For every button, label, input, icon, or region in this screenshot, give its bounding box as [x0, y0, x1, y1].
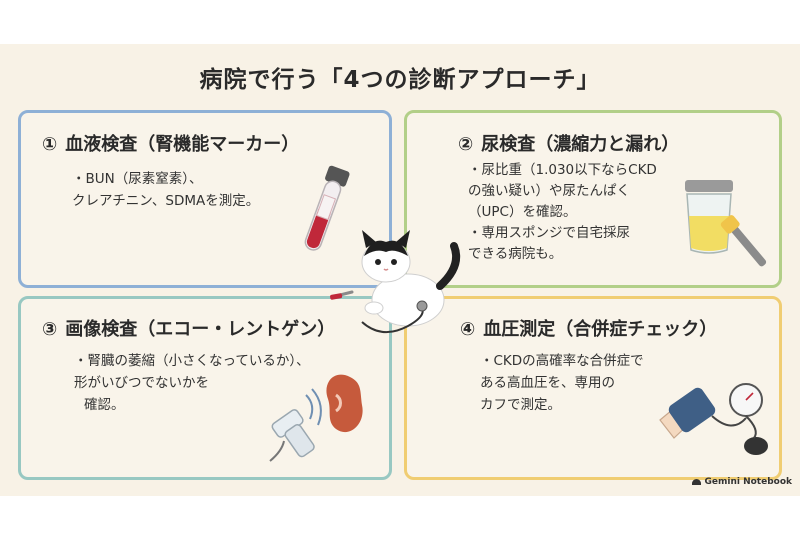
body-line: カフで測定。	[480, 397, 561, 413]
panel-number: ④	[460, 319, 476, 340]
panel-urine-test-body: ・尿比重（1.030以下ならCKD の強い疑い）や尿たんぱく （UPC）を確認。…	[468, 160, 657, 265]
brand-watermark: Gemini Notebook	[691, 477, 793, 487]
body-line: （UPC）を確認。	[468, 204, 577, 220]
brand-label: Gemini Notebook	[704, 477, 793, 487]
body-line: ある高血圧を、専用の	[480, 375, 615, 391]
panel-number: ①	[42, 134, 58, 155]
body-line: 形がいびつでないかを	[74, 375, 209, 391]
page-title: 病院で行う「4つの診断アプローチ」	[199, 67, 601, 93]
ultrasound-kidney-icon	[269, 374, 363, 462]
panel-number: ②	[458, 134, 474, 155]
panel-imaging-test-body: ・腎臓の萎縮（小さくなっているか）、 形がいびつでないかを 確認。	[74, 350, 310, 416]
urine-cup-icon	[685, 180, 767, 267]
panel-heading: 尿検査（濃縮力と漏れ）	[481, 134, 680, 155]
cat-with-stethoscope-illustration	[330, 230, 461, 333]
body-line: ・腎臓の萎縮（小さくなっているか）、	[74, 353, 310, 369]
body-line: ・CKDの高確率な合併症で	[480, 353, 644, 369]
panel-imaging-test-title: ③ 画像検査（エコー・レントゲン）	[42, 315, 335, 341]
panel-heading: 血液検査（腎機能マーカー）	[65, 134, 300, 155]
panel-blood-test-body: ・BUN（尿素窒素）、 クレアチニン、SDMAを測定。	[72, 168, 259, 212]
panel-blood-test-title: ① 血液検査（腎機能マーカー）	[42, 130, 299, 156]
panel-heading: 画像検査（エコー・レントゲン）	[65, 319, 336, 340]
body-line: ・BUN（尿素窒素）、	[72, 171, 203, 187]
blood-pressure-cuff-icon	[659, 383, 768, 455]
brand-logo-icon	[691, 479, 701, 485]
panel-blood-pressure	[404, 296, 782, 480]
body-line: 確認。	[84, 397, 125, 413]
blood-tube-icon	[304, 165, 350, 251]
body-line: ・尿比重（1.030以下ならCKD	[468, 162, 657, 178]
body-line: できる病院も。	[468, 246, 563, 262]
body-line: の強い疑い）や尿たんぱく	[468, 183, 630, 199]
panel-blood-pressure-title: ④ 血圧測定（合併症チェック）	[460, 315, 717, 341]
body-line: ・専用スポンジで自宅採尿	[468, 225, 630, 241]
panel-urine-test-title: ② 尿検査（濃縮力と漏れ）	[458, 130, 679, 156]
panel-heading: 血圧測定（合併症チェック）	[483, 319, 718, 340]
panel-blood-pressure-body: ・CKDの高確率な合併症で ある高血圧を、専用の カフで測定。	[480, 350, 644, 416]
panel-number: ③	[42, 319, 58, 340]
panel-urine-test	[404, 110, 782, 288]
body-line: クレアチニン、SDMAを測定。	[72, 193, 260, 209]
